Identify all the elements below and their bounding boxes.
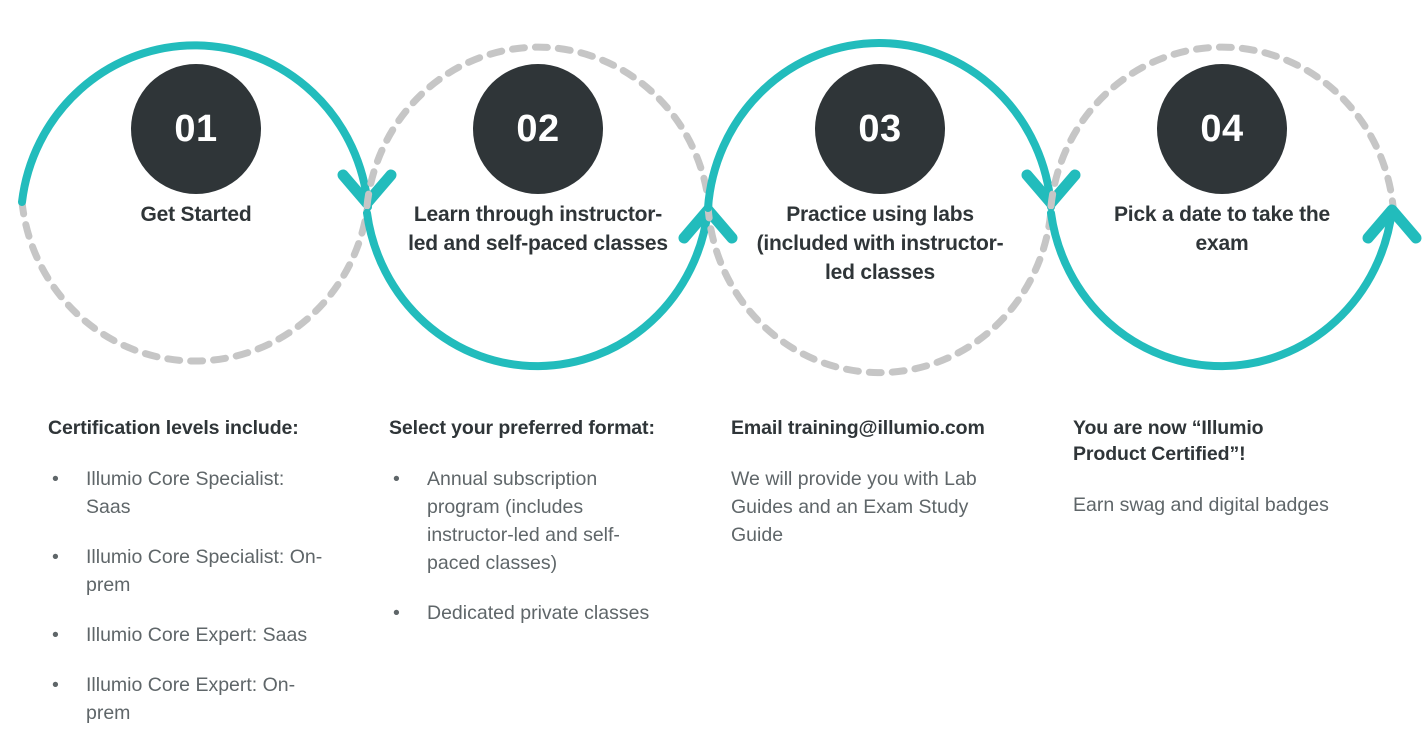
bullet-icon: •	[52, 468, 59, 490]
step-2-number-badge: 02	[473, 64, 603, 194]
list-item: • Illumio Core Expert: On-prem	[48, 671, 323, 727]
list-item: • Dedicated private classes	[389, 599, 669, 627]
step-4-dashed-arc	[1047, 43, 1397, 210]
step-4-title: Pick a date to take the exam	[1114, 203, 1330, 255]
list-item: • Illumio Core Specialist: Saas	[48, 465, 323, 521]
detail-column-3: Email training@illumio.com We will provi…	[731, 415, 1011, 549]
column-1-bullet-list: • Illumio Core Specialist: Saas • Illumi…	[48, 465, 323, 727]
column-3-heading: Email training@illumio.com	[731, 417, 985, 439]
detail-columns: Certification levels include: • Illumio …	[0, 415, 1425, 756]
step-1-dashed-arc	[18, 198, 371, 365]
bullet-icon: •	[52, 546, 59, 568]
list-item: • Illumio Core Specialist: On-prem	[48, 543, 323, 599]
step-3-number-badge: 03	[815, 64, 945, 194]
step-4-number: 04	[1200, 108, 1244, 150]
step-3-number: 03	[858, 108, 902, 150]
detail-column-1: Certification levels include: • Illumio …	[48, 415, 323, 727]
step-3-dashed-arc	[704, 202, 1055, 377]
step-1-number-badge: 01	[131, 64, 261, 194]
list-item: • Annual subscription program (includes …	[389, 465, 669, 577]
step-1-title: Get Started	[140, 203, 252, 226]
list-item-label: Illumio Core Specialist: Saas	[86, 468, 285, 518]
column-1-heading: Certification levels include:	[48, 417, 299, 439]
step-4-teal-arc	[1047, 206, 1396, 371]
step-node-2: 02 Learn through instructor-led and self…	[363, 0, 713, 400]
step-2-title: Learn through instructor-led and self-pa…	[408, 203, 668, 255]
step-2-number: 02	[516, 108, 560, 150]
list-item-label: Illumio Core Expert: Saas	[86, 624, 308, 646]
list-item-label: Illumio Core Expert: On-prem	[86, 674, 296, 724]
step-4-up-arrow-icon	[1362, 204, 1422, 244]
column-2-heading: Select your preferred format:	[389, 417, 655, 439]
list-item-label: Dedicated private classes	[427, 602, 650, 624]
bullet-icon: •	[393, 468, 400, 490]
detail-column-2: Select your preferred format: • Annual s…	[389, 415, 669, 627]
step-4-number-badge: 04	[1157, 64, 1287, 194]
detail-column-4: You are now “Illumio Product Certified”!…	[1073, 415, 1338, 519]
step-1-teal-arc	[18, 41, 372, 211]
step-1-number: 01	[174, 108, 218, 150]
list-item-label: Annual subscription program (includes in…	[427, 468, 620, 574]
flow-arcs-svg	[18, 39, 1422, 377]
bullet-icon: •	[52, 674, 59, 696]
step-3-title: Practice using labs (included with instr…	[756, 203, 1004, 284]
column-3-paragraph: We will provide you with Lab Guides and …	[731, 468, 977, 546]
step-node-3: 03 Practice using labs (included with in…	[705, 0, 1055, 400]
bullet-icon: •	[393, 602, 400, 624]
certification-flow-diagram: 01 Get Started 02 Learn through instruct…	[18, 0, 1422, 400]
list-item: • Illumio Core Expert: Saas	[48, 621, 323, 649]
step-node-1: 01 Get Started	[21, 0, 371, 400]
list-item-label: Illumio Core Specialist: On-prem	[86, 546, 323, 596]
column-4-heading: You are now “Illumio Product Certified”!	[1073, 417, 1264, 465]
bullet-icon: •	[52, 624, 59, 646]
step-2-dashed-arc	[363, 43, 713, 210]
step-node-4: 04 Pick a date to take the exam	[1047, 0, 1397, 400]
column-2-bullet-list: • Annual subscription program (includes …	[389, 465, 669, 627]
step-3-teal-arc	[704, 39, 1055, 212]
column-4-paragraph: Earn swag and digital badges	[1073, 494, 1329, 516]
step-2-teal-arc	[363, 206, 712, 371]
